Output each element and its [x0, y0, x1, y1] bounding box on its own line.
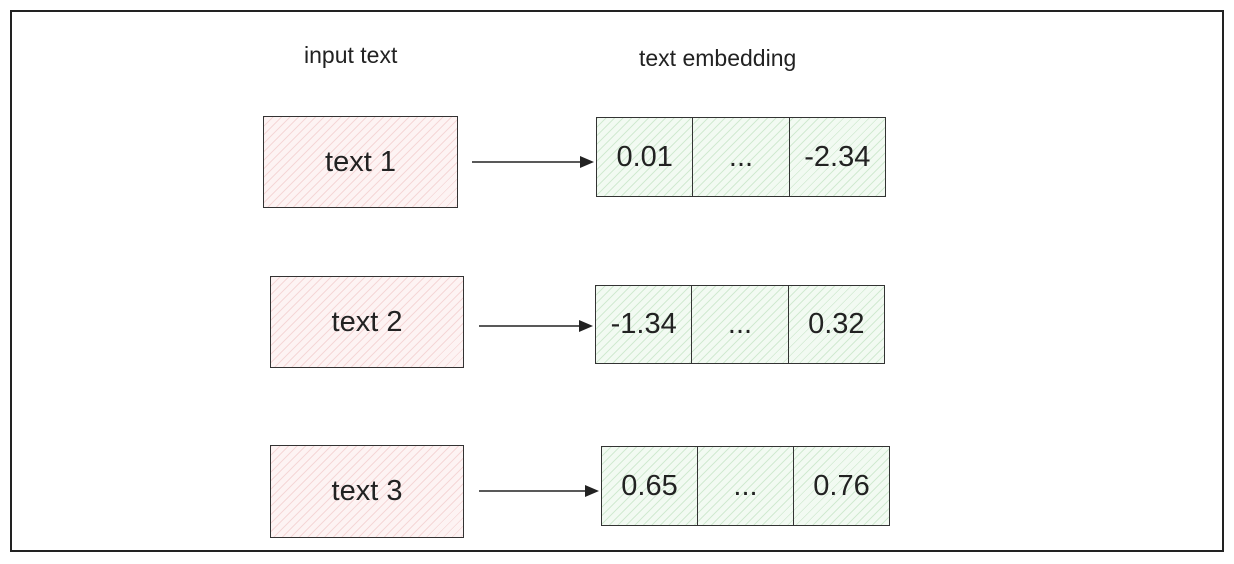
embedding-ellipsis: ... — [692, 286, 789, 363]
embedding-vector-1: 0.01 ... -2.34 — [596, 117, 886, 197]
input-text-box-2: text 2 — [270, 276, 464, 368]
input-text-box-1: text 1 — [263, 116, 458, 208]
embedding-vector-3: 0.65 ... 0.76 — [601, 446, 890, 526]
arrow-3 — [479, 485, 599, 497]
input-text-box-3: text 3 — [270, 445, 464, 538]
embedding-vector-2: -1.34 ... 0.32 — [595, 285, 885, 364]
embedding-ellipsis: ... — [693, 118, 790, 196]
embedding-value: -1.34 — [596, 286, 693, 363]
embedding-value: 0.65 — [602, 447, 698, 525]
embedding-value: 0.76 — [813, 469, 870, 502]
arrow-1 — [472, 156, 594, 168]
input-text-heading: input text — [304, 42, 398, 68]
embedding-value: 0.32 — [808, 308, 865, 340]
text-embedding-heading: text embedding — [639, 45, 797, 71]
arrow-2 — [479, 320, 593, 332]
diagram-frame — [10, 10, 1224, 552]
embedding-ellipsis: ... — [698, 447, 794, 525]
embedding-value: -2.34 — [804, 140, 871, 173]
embedding-value: 0.01 — [597, 118, 694, 196]
